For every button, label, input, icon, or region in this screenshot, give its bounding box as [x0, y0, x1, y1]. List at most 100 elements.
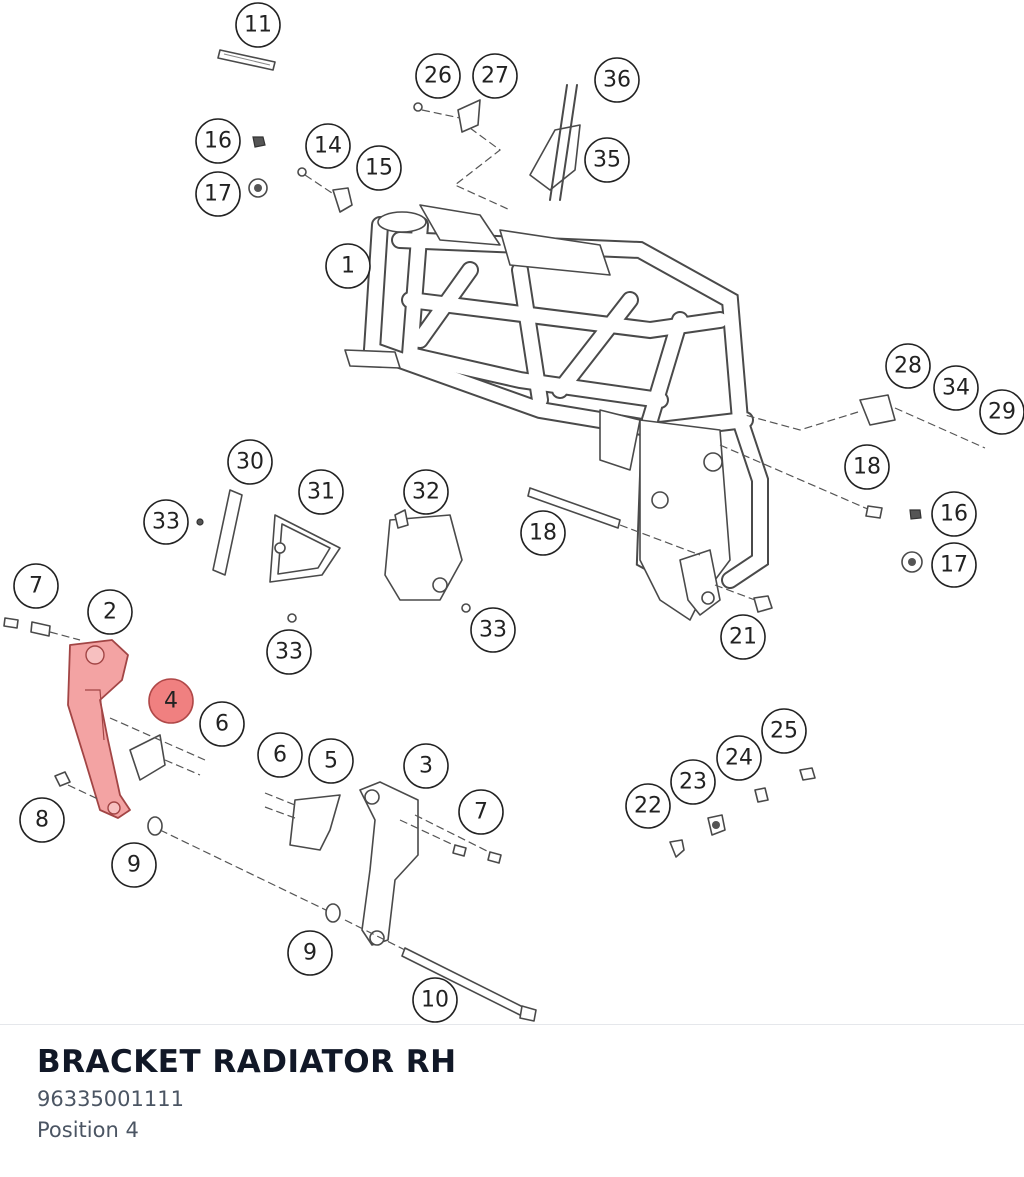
section-divider — [0, 1024, 1024, 1025]
callout-18-right[interactable]: 18 — [844, 444, 890, 490]
svg-text:9: 9 — [303, 941, 317, 966]
callout-16-top[interactable]: 16 — [195, 118, 241, 164]
callout-2[interactable]: 2 — [87, 589, 133, 635]
callout-10[interactable]: 10 — [412, 977, 458, 1023]
callout-9-left[interactable]: 9 — [111, 842, 157, 888]
part-11-strip — [217, 49, 276, 71]
svg-text:34: 34 — [942, 376, 970, 401]
svg-text:27: 27 — [481, 64, 509, 89]
svg-text:33: 33 — [152, 510, 180, 535]
part-28-clamp — [744, 394, 986, 449]
svg-text:7: 7 — [474, 800, 488, 825]
svg-text:3: 3 — [419, 754, 433, 779]
callout-32[interactable]: 32 — [403, 469, 449, 515]
callout-15[interactable]: 15 — [356, 145, 402, 191]
svg-text:18: 18 — [853, 455, 881, 480]
callout-33-left[interactable]: 33 — [143, 499, 189, 545]
svg-text:36: 36 — [603, 68, 631, 93]
part-7-bolts-right — [399, 814, 502, 864]
svg-text:9: 9 — [127, 853, 141, 878]
callout-34[interactable]: 34 — [933, 365, 979, 411]
callout-17-top[interactable]: 17 — [195, 171, 241, 217]
svg-text:26: 26 — [424, 64, 452, 89]
part-26-27-bracket — [413, 99, 511, 211]
callout-18-center[interactable]: 18 — [520, 510, 566, 556]
callout-26[interactable]: 26 — [415, 53, 461, 99]
callout-7-right[interactable]: 7 — [458, 789, 504, 835]
exploded-parts-diagram: 11 26 27 36 16 17 14 15 35 1 28 34 29 18… — [3, 2, 1024, 1023]
callout-5[interactable]: 5 — [308, 738, 354, 784]
svg-text:32: 32 — [412, 480, 440, 505]
svg-text:17: 17 — [204, 182, 232, 207]
callout-29[interactable]: 29 — [979, 389, 1024, 435]
svg-text:35: 35 — [593, 148, 621, 173]
callout-4-highlighted[interactable]: 4 — [148, 678, 194, 724]
part-10-long-bolt — [344, 919, 537, 1022]
part-8-nut — [54, 771, 101, 801]
callout-35[interactable]: 35 — [584, 137, 630, 183]
svg-text:7: 7 — [29, 574, 43, 599]
svg-text:18: 18 — [529, 521, 557, 546]
svg-text:28: 28 — [894, 354, 922, 379]
callout-14[interactable]: 14 — [305, 123, 351, 169]
part-title: BRACKET RADIATOR RH — [37, 1044, 457, 1080]
callout-27[interactable]: 27 — [472, 53, 518, 99]
callout-36[interactable]: 36 — [594, 57, 640, 103]
part-position: Position 4 — [37, 1118, 139, 1142]
svg-text:25: 25 — [770, 719, 798, 744]
svg-text:11: 11 — [244, 13, 272, 38]
part-35-36-bracket — [529, 84, 581, 201]
callout-9-right[interactable]: 9 — [287, 930, 333, 976]
svg-text:17: 17 — [940, 553, 968, 578]
callout-7-left[interactable]: 7 — [13, 563, 59, 609]
part-32-cover — [384, 509, 463, 601]
part-14-15-bolt-clip — [297, 167, 353, 213]
svg-text:16: 16 — [940, 502, 968, 527]
svg-text:10: 10 — [421, 988, 449, 1013]
callout-11[interactable]: 11 — [235, 2, 281, 48]
svg-text:6: 6 — [215, 712, 229, 737]
part-7-bolts-left — [3, 617, 81, 641]
callout-23[interactable]: 23 — [670, 759, 716, 805]
svg-text:1: 1 — [341, 254, 355, 279]
callout-16-right[interactable]: 16 — [931, 491, 977, 537]
part-18-bolt-center — [527, 487, 701, 556]
callout-6-center[interactable]: 6 — [257, 732, 303, 778]
part-21-nut — [714, 584, 773, 613]
callout-31[interactable]: 31 — [298, 469, 344, 515]
svg-text:5: 5 — [324, 749, 338, 774]
callout-30[interactable]: 30 — [227, 439, 273, 485]
svg-text:14: 14 — [314, 134, 342, 159]
callout-33-center[interactable]: 33 — [266, 629, 312, 675]
callout-24[interactable]: 24 — [716, 735, 762, 781]
callout-22[interactable]: 22 — [625, 783, 671, 829]
part-33-screws — [196, 518, 471, 623]
part-9-bushing-left — [147, 816, 331, 913]
part-16-17-right — [901, 509, 923, 573]
part-number: 96335001111 — [37, 1087, 184, 1111]
svg-text:2: 2 — [103, 600, 117, 625]
svg-text:23: 23 — [679, 770, 707, 795]
callout-17-right[interactable]: 17 — [931, 542, 977, 588]
svg-text:8: 8 — [35, 808, 49, 833]
callout-21[interactable]: 21 — [720, 614, 766, 660]
svg-text:21: 21 — [729, 625, 757, 650]
svg-text:33: 33 — [275, 640, 303, 665]
svg-text:22: 22 — [634, 794, 662, 819]
callout-33-right[interactable]: 33 — [470, 607, 516, 653]
callout-25[interactable]: 25 — [761, 708, 807, 754]
part-6-bracket-left — [109, 717, 206, 781]
svg-text:30: 30 — [236, 450, 264, 475]
callout-3[interactable]: 3 — [403, 743, 449, 789]
callout-1[interactable]: 1 — [325, 243, 371, 289]
svg-text:31: 31 — [307, 480, 335, 505]
part-17-clip-top — [248, 178, 268, 198]
part-3-bracket — [359, 781, 419, 946]
svg-text:15: 15 — [365, 156, 393, 181]
bracket-radiator-rh-highlighted — [67, 639, 131, 819]
callout-8[interactable]: 8 — [19, 797, 65, 843]
part-info: BRACKET RADIATOR RH 96335001111 Position… — [37, 1040, 997, 1146]
svg-text:4: 4 — [164, 689, 178, 714]
callout-28[interactable]: 28 — [885, 343, 931, 389]
callout-6-left[interactable]: 6 — [199, 701, 245, 747]
